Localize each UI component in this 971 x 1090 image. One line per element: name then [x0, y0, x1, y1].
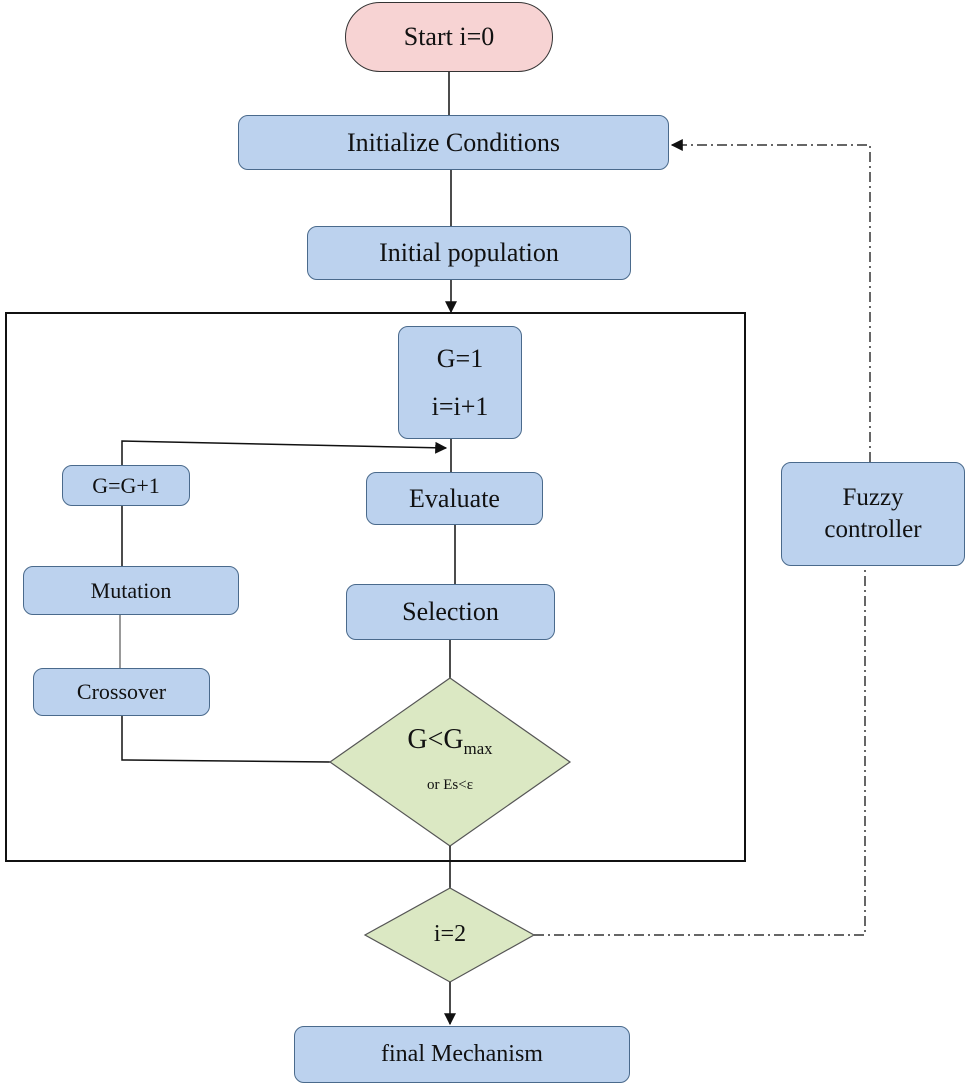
final-mechanism-node: final Mechanism: [294, 1026, 630, 1083]
generation-init-node: G=1 i=i+1: [398, 326, 522, 439]
selection-label: Selection: [402, 597, 499, 626]
generation-increment-node: G=G+1: [62, 465, 190, 506]
initial-population-node: Initial population: [307, 226, 631, 280]
loop-condition-main: G<Gmax: [370, 724, 530, 765]
start-label: Start i=0: [403, 22, 495, 51]
edge-loop-back: [121, 440, 448, 465]
selection-node: Selection: [346, 584, 555, 640]
iteration-frame: [5, 312, 746, 862]
edge-fuzzy-initialize: [670, 139, 871, 462]
condition-subscript: max: [463, 738, 493, 758]
loop-condition-text: G<Gmax or Es<ε: [370, 724, 530, 794]
evaluate-label: Evaluate: [409, 483, 500, 513]
check-i-label: i=2: [433, 921, 467, 947]
condition-main-label: G<G: [407, 724, 464, 755]
initial-population-label: Initial population: [379, 238, 559, 267]
initialize-conditions-label: Initialize Conditions: [346, 127, 561, 157]
edge-decision-crossover: [121, 716, 331, 763]
crossover-node: Crossover: [33, 668, 210, 716]
initialize-conditions-node: Initialize Conditions: [238, 115, 669, 170]
evaluate-node: Evaluate: [366, 472, 543, 525]
mutation-label: Mutation: [90, 577, 172, 603]
fuzzy-controller-node: Fuzzy controller: [781, 462, 965, 566]
fuzzy-label-line2: controller: [824, 516, 922, 543]
condition-alt-label: or Es<ε: [426, 776, 473, 793]
fuzzy-label-line1: Fuzzy: [842, 484, 904, 511]
start-node: Start i=0: [345, 2, 553, 72]
crossover-label: Crossover: [76, 679, 167, 704]
final-mechanism-label: final Mechanism: [381, 1041, 543, 1067]
i-increment-label: i=i+1: [431, 391, 489, 421]
mutation-node: Mutation: [23, 566, 239, 615]
check-condition-text: i=2: [400, 921, 500, 948]
g-increment-label: G=G+1: [92, 472, 160, 498]
g-init-label: G=1: [436, 343, 484, 373]
